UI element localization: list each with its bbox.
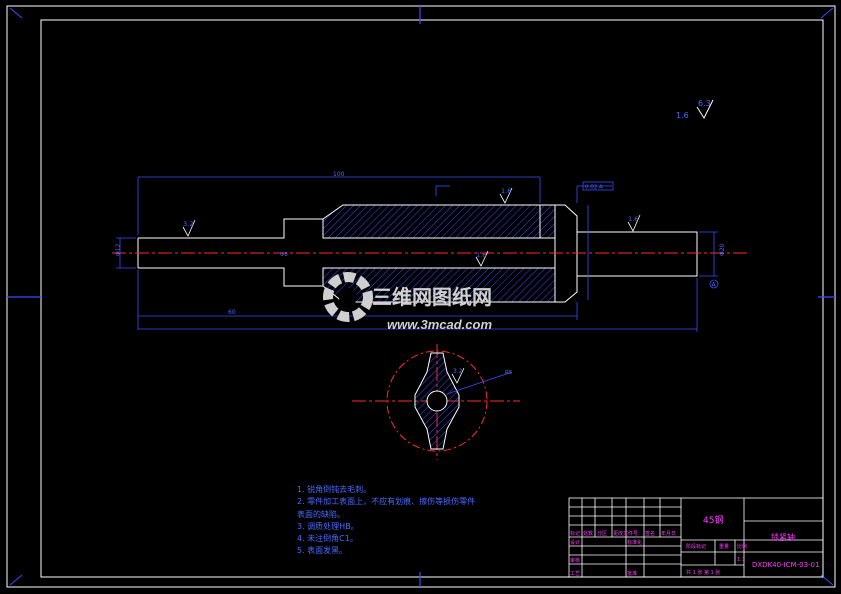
- datum-circle: [709, 279, 719, 289]
- note-line: 3. 调质处理HB。: [297, 521, 359, 531]
- note-line: 2. 零件加工表面上，不应有划痕、擦伤等损伤零件: [297, 497, 476, 507]
- note-line: 5. 表面发黑。: [297, 546, 348, 556]
- left-length-dim: 60: [228, 309, 236, 316]
- svg-text:1.6: 1.6: [501, 187, 511, 195]
- svg-text:共 1 张 第 1 张: 共 1 张 第 1 张: [686, 569, 720, 576]
- svg-text:R5: R5: [505, 370, 513, 376]
- svg-text:设计: 设计: [570, 539, 580, 546]
- drawing-number-text: DXDK40-ICM-03-01: [752, 561, 819, 569]
- general-roughness-paren: 6.3: [698, 99, 711, 108]
- drawing-frame: [40, 19, 824, 578]
- material-text: 45钢: [703, 514, 723, 526]
- general-roughness-value: 1.6: [676, 111, 689, 120]
- svg-text:3.2: 3.2: [453, 368, 463, 375]
- svg-text:处数: 处数: [583, 530, 593, 537]
- section-view: 3.2 R5: [352, 344, 520, 460]
- svg-text:标准化: 标准化: [627, 539, 642, 546]
- svg-text:1.6: 1.6: [476, 251, 486, 259]
- watermark-url: www.3mcad.com: [387, 317, 492, 332]
- svg-text:批准: 批准: [627, 570, 637, 577]
- svg-text:标记: 标记: [570, 530, 580, 537]
- svg-text:阶段标记: 阶段标记: [686, 543, 706, 550]
- svg-text:3.2: 3.2: [183, 220, 193, 228]
- centering-marks: [7, 6, 835, 587]
- note-line: 4. 未注倒角C1。: [297, 534, 358, 544]
- svg-text:重量: 重量: [719, 543, 729, 550]
- technical-notes: 1. 锐角倒钝去毛刺。 2. 零件加工表面上，不应有划痕、擦伤等损伤零件 表面的…: [297, 484, 557, 558]
- roughness-right-shaft: 1.6: [627, 214, 641, 232]
- gear-logo-icon: [323, 272, 373, 322]
- svg-text:比例: 比例: [737, 543, 747, 550]
- part-name-text: 锁紧轴: [771, 532, 795, 542]
- tolerance-text: 0.02 A: [585, 185, 603, 191]
- svg-text:审核: 审核: [570, 557, 580, 564]
- tolerance-frame: [582, 181, 614, 191]
- note-line: 表面的缺陷。: [297, 509, 345, 519]
- roughness-mid-body: 1.6: [475, 250, 489, 267]
- roughness-top-body: 1.6: [499, 187, 513, 204]
- svg-text:1.6: 1.6: [628, 215, 638, 223]
- title-block: [568, 497, 824, 578]
- left-diameter-dim: Φ12: [115, 243, 122, 256]
- watermark: 三维网图纸网 www.3mcad.com: [323, 272, 492, 332]
- title-block-text: 标记 处数 分区 更改文件号 签名 年月日 设计 标准化 审核 工艺 批准 阶段…: [570, 530, 747, 577]
- main-view-part: [137, 204, 698, 303]
- general-roughness-symbol: 1.6 6.3: [676, 99, 714, 120]
- svg-text:签名: 签名: [645, 530, 655, 537]
- note-line: 1. 锐角倒钝去毛刺。: [297, 485, 372, 494]
- watermark-brand: 三维网图纸网: [372, 285, 492, 309]
- right-diameter-dim: Φ20: [719, 243, 726, 256]
- overall-length-dim: 100: [333, 171, 345, 178]
- svg-text:工艺: 工艺: [570, 571, 580, 577]
- svg-text:更改文件号: 更改文件号: [613, 530, 638, 537]
- bore-dim: Φ8: [280, 252, 288, 258]
- datum-label: A: [712, 282, 717, 289]
- svg-text:1:1: 1:1: [737, 557, 745, 563]
- svg-text:年月日: 年月日: [661, 530, 676, 537]
- svg-text:分区: 分区: [597, 530, 607, 537]
- roughness-left-shaft: 3.2: [182, 219, 196, 237]
